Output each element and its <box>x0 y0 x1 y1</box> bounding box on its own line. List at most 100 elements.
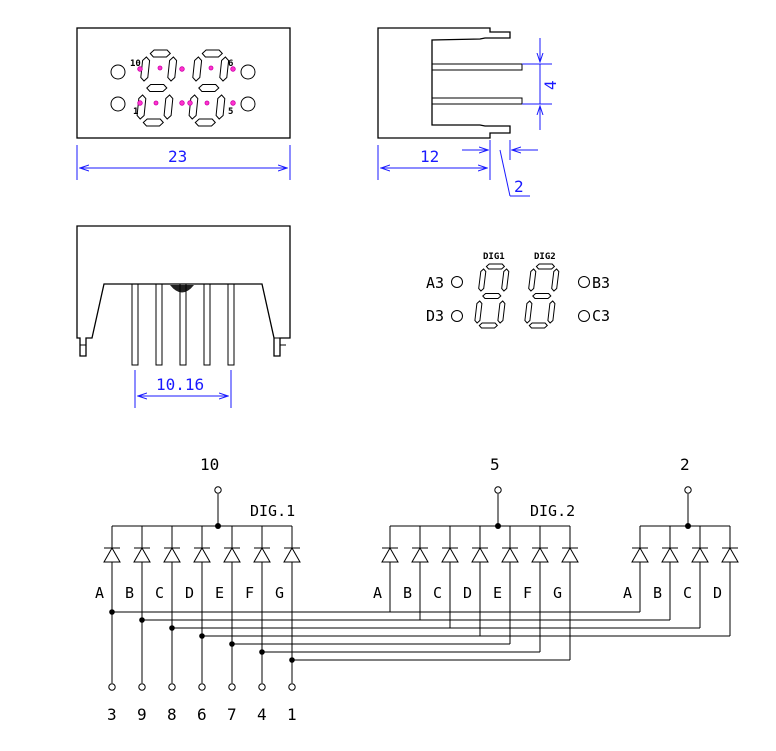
pin-d3-icon <box>451 310 463 322</box>
segment <box>149 49 172 58</box>
segment <box>215 94 226 120</box>
bottom-pin-number: 7 <box>227 705 237 724</box>
segment <box>485 263 506 270</box>
mount-hole-icon <box>240 64 256 80</box>
terminal-icon <box>138 683 146 691</box>
terminal-icon <box>494 486 502 494</box>
segment <box>497 300 506 324</box>
segment <box>146 84 168 92</box>
segment <box>535 263 556 270</box>
segment-label: B <box>653 584 662 602</box>
diode-icon <box>441 546 459 563</box>
segment <box>136 94 147 120</box>
segment <box>142 118 164 127</box>
pin-lead <box>227 284 235 366</box>
segment <box>201 49 224 58</box>
pin-a3-label: A3 <box>426 274 444 292</box>
segment <box>482 293 502 299</box>
pin-dot <box>153 100 159 106</box>
pitch-dimension: 10.16 <box>156 375 204 394</box>
common-pin-2: 2 <box>680 455 690 474</box>
segment <box>551 268 560 292</box>
segment <box>528 322 549 329</box>
diode-icon <box>661 546 679 563</box>
segment-label: G <box>275 584 284 602</box>
segment-label: C <box>433 584 442 602</box>
pin-b3-icon <box>578 276 590 288</box>
diode-icon <box>381 546 399 563</box>
display-digits <box>474 263 560 329</box>
side-pin <box>432 63 523 71</box>
diode-icon <box>163 546 181 563</box>
segment-label: F <box>523 584 532 602</box>
diode-icon <box>531 546 549 563</box>
pin-length-dimension: 4 <box>541 80 560 90</box>
diode-icon <box>691 546 709 563</box>
segment-label: G <box>553 584 562 602</box>
bottom-view-body <box>76 225 291 357</box>
terminal-icon <box>168 683 176 691</box>
diode-icon <box>411 546 429 563</box>
pin-label-1: 1 <box>133 107 138 117</box>
mount-hole-icon <box>110 96 126 112</box>
segment <box>198 84 220 92</box>
pin-lead <box>179 284 187 366</box>
terminal-icon <box>228 683 236 691</box>
pin-dot <box>230 100 236 106</box>
segment <box>478 322 499 329</box>
junction-dot <box>685 523 691 529</box>
segment <box>547 300 556 324</box>
seven-segment-digit <box>474 263 510 329</box>
terminal-icon <box>198 683 206 691</box>
segment <box>194 118 216 127</box>
segment-label: D <box>463 584 472 602</box>
front-view-body <box>76 27 291 139</box>
diode-icon <box>103 546 121 563</box>
segment-label: B <box>403 584 412 602</box>
side-view: 4 12 2 <box>377 27 560 197</box>
bottom-pin-number: 3 <box>107 705 117 724</box>
bottom-view: 10.16 <box>76 225 291 408</box>
pin-a3-icon <box>451 276 463 288</box>
diode-icon <box>133 546 151 563</box>
display-layout: DIG1 DIG2 A3 D3 B3 C3 <box>426 252 610 329</box>
segment-label: C <box>155 584 164 602</box>
segment-label: A <box>95 584 104 602</box>
terminal-icon <box>214 486 222 494</box>
terminal-icon <box>684 486 692 494</box>
digit1-label: DIG1 <box>483 252 505 262</box>
common-pin-10: 10 <box>200 455 219 474</box>
segment-label: D <box>713 584 722 602</box>
segment <box>192 56 203 82</box>
segment-label: A <box>373 584 382 602</box>
diode-icon <box>283 546 301 563</box>
bottom-pin-number: 9 <box>137 705 147 724</box>
front-view: 10 6 1 5 23 <box>76 27 291 180</box>
diode-icon <box>471 546 489 563</box>
segment <box>532 293 552 299</box>
pin-dot <box>179 66 185 72</box>
segment-label: D <box>185 584 194 602</box>
diode-icon <box>193 546 211 563</box>
segment-label: E <box>493 584 502 602</box>
mount-hole-icon <box>240 96 256 112</box>
diode-icon <box>561 546 579 563</box>
segment <box>219 56 230 82</box>
pin-c3-icon <box>578 310 590 322</box>
diode-icon <box>721 546 739 563</box>
segment <box>501 268 510 292</box>
digit2-label: DIG2 <box>534 252 556 262</box>
front-digits <box>136 49 230 127</box>
pin-dot <box>187 100 193 106</box>
pin-width-dimension: 2 <box>514 177 524 196</box>
height-dimension: 12 <box>420 147 439 166</box>
segment-label: B <box>125 584 134 602</box>
pin-dot <box>137 66 143 72</box>
pin-label-10: 10 <box>130 59 141 69</box>
digit1-name: DIG.1 <box>250 502 295 520</box>
diode-icon <box>223 546 241 563</box>
diode-icon <box>501 546 519 563</box>
pin-dot <box>157 65 163 71</box>
